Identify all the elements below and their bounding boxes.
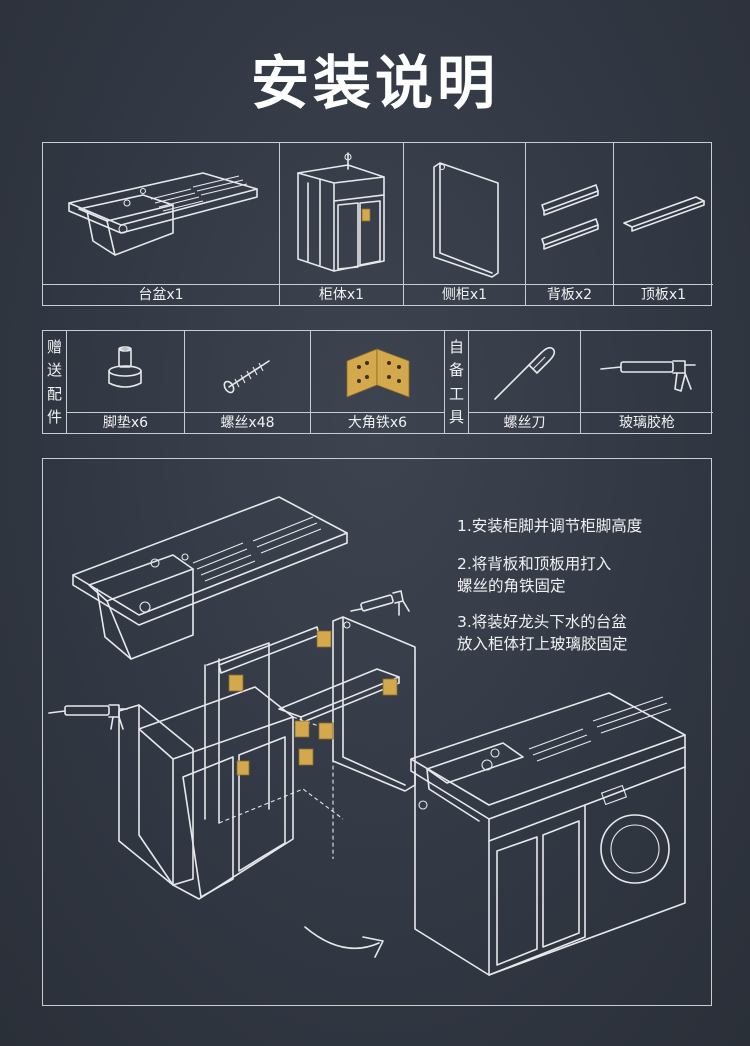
assembled-unit-drawing: [410, 692, 686, 976]
top-board-icon: [623, 196, 705, 232]
boards-drawing: [218, 626, 400, 724]
accessories-table: 赠 送 配 件 脚垫x6 螺丝x48 大角铁x6 自: [42, 330, 713, 434]
tool-label: 螺丝刀: [469, 412, 580, 433]
bracket-3: [382, 678, 398, 696]
part-label: 柜体x1: [280, 284, 403, 305]
side-panel-drawing: [332, 616, 416, 792]
part-cell-side: 侧柜x1: [404, 143, 526, 305]
part-label: 背板x2: [526, 284, 613, 305]
caulk-gun-icon: [600, 360, 696, 392]
part-cell-basin: 台盆x1: [43, 143, 280, 305]
bracket-4: [294, 720, 310, 738]
page-title: 安装说明: [250, 49, 499, 117]
self-tools-label: 自 备 工 具: [445, 331, 469, 433]
part-cell-cabinet: 柜体x1: [280, 143, 404, 305]
installation-diagram-panel: 1.安装柜脚并调节柜脚高度 2.将背板和顶板用打入 螺丝的角铁固定 3.将装好龙…: [42, 458, 712, 1006]
foot-pad-icon: [108, 346, 142, 388]
tool-label: 玻璃胶枪: [581, 412, 713, 433]
back-board-icon: [541, 184, 599, 250]
exploded-assembly-diagram: [48, 496, 686, 976]
bracket-6: [298, 748, 314, 766]
basin-top-drawing: [72, 496, 348, 660]
part-cell-top: 顶板x1: [614, 143, 713, 305]
screwdriver-icon: [494, 346, 556, 400]
caulk-gun-center: [350, 590, 410, 616]
bracket-1: [316, 630, 332, 648]
gift-cell-foot: 脚垫x6: [67, 331, 185, 433]
gift-cell-screw: 螺丝x48: [185, 331, 311, 433]
side-panel-icon: [433, 162, 499, 278]
part-cell-back: 背板x2: [526, 143, 614, 305]
step-1-text: 1.安装柜脚并调节柜脚高度: [457, 517, 643, 535]
assembly-arrow: [304, 926, 384, 958]
gift-accessories-label: 赠 送 配 件: [43, 331, 67, 433]
caulk-gun-left: [48, 704, 128, 730]
gift-cell-bracket: 大角铁x6: [311, 331, 445, 433]
gift-label: 脚垫x6: [67, 412, 184, 433]
bracket-5: [318, 722, 334, 740]
step-2-text: 2.将背板和顶板用打入 螺丝的角铁固定: [457, 555, 612, 595]
bracket-2: [228, 674, 244, 692]
part-label: 台盆x1: [43, 284, 279, 305]
tool-cell-caulk-gun: 玻璃胶枪: [581, 331, 713, 433]
part-label: 侧柜x1: [404, 284, 525, 305]
gift-label: 螺丝x48: [185, 412, 310, 433]
screw-icon: [223, 360, 270, 394]
step-3-text: 3.将装好龙头下水的台盆 放入柜体打上玻璃胶固定: [457, 613, 628, 653]
tool-cell-screwdriver: 螺丝刀: [469, 331, 581, 433]
cabinet-body-icon: [297, 152, 385, 272]
parts-table: 台盆x1 柜体x1 侧柜x1 背板x2: [42, 142, 713, 306]
basin-top-icon: [68, 172, 258, 256]
cabinet-body-drawing: [118, 642, 344, 900]
part-label: 顶板x1: [614, 284, 713, 305]
angle-bracket-icon: [346, 348, 410, 398]
gift-label: 大角铁x6: [311, 412, 444, 433]
